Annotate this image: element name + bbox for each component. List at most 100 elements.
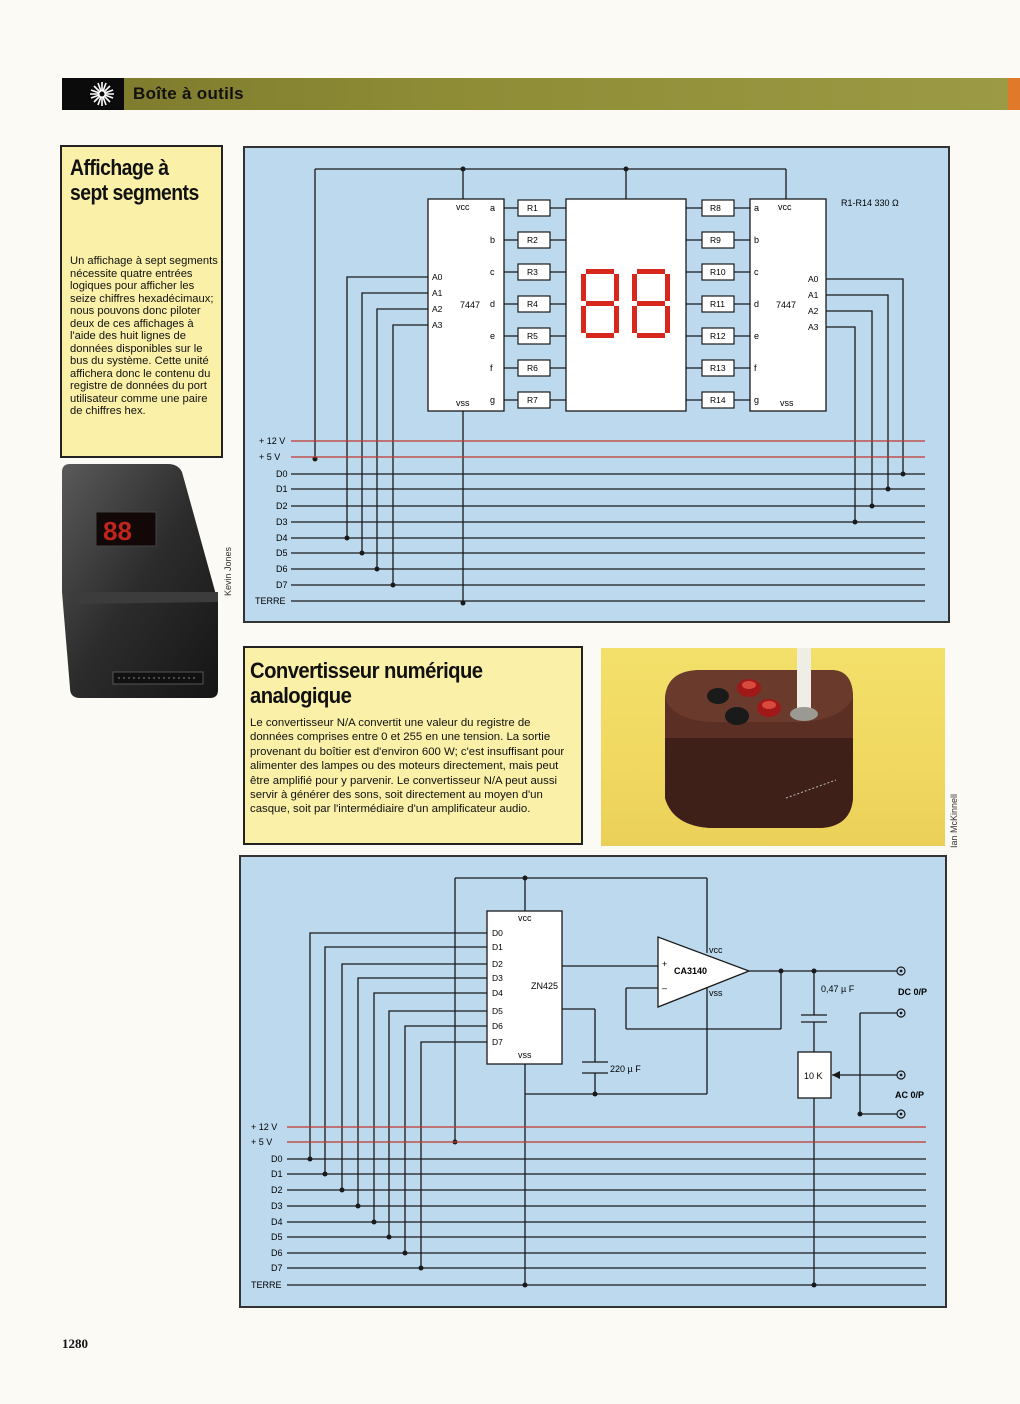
resistor [517,295,551,313]
opamp-minus: – [662,983,667,993]
chip-right-vcc: vcc [778,202,792,212]
zn425-input: D3 [492,973,503,983]
chip-right-name: 7447 [776,300,796,310]
sidebar-title: Affichage à sept segments [70,155,199,205]
display-segment [665,306,670,333]
input-wire [309,932,487,1159]
display-unit-photo: 88 [58,462,220,702]
bus-label: D3 [271,1201,283,1211]
chip-right-input: A0 [808,274,819,284]
chip-right-output: b [754,235,759,245]
resistor [517,391,551,409]
input-wire [376,308,428,569]
chip-left-output: b [490,235,495,245]
input-wire [341,963,487,1190]
resistor [701,231,735,249]
bus-label: D2 [271,1185,283,1195]
resistor-label: R8 [710,203,721,213]
display-segment [614,274,619,301]
sidebar-box: Affichage à sept segments Un affichage à… [60,145,223,458]
page-number: 1280 [62,1336,88,1351]
chip-right-output: c [754,267,759,277]
display-segment [586,301,614,306]
resistor [517,327,551,345]
chip-left-vss: vss [456,398,470,408]
chip-left-input: A3 [432,320,443,330]
resistor-label: R12 [710,331,726,341]
resistor [701,295,735,313]
zn425-vcc: vcc [518,913,532,923]
display-segment [632,306,637,333]
resistor-label: R9 [710,235,721,245]
input-wire [324,946,487,1174]
chip-right-output: a [754,203,759,213]
cap2-label: 0,47 µ F [821,984,855,994]
display-segment [637,269,665,274]
bus-label: D1 [271,1169,283,1179]
resistor [701,263,735,281]
chip-right-input: A2 [808,306,819,316]
bus-label: D1 [276,484,288,494]
dac-unit-photo [601,644,945,846]
chip-left-input: A1 [432,288,443,298]
dac-title: Convertisseur numérique analogique [250,658,483,708]
input-wire [826,310,873,506]
chip-left-vcc: vcc [456,202,470,212]
section-title: Boîte à outils [133,84,244,103]
input-wire [373,992,487,1222]
input-wire [392,324,428,585]
ac-output-label: AC 0/P [895,1090,924,1100]
dac-box: Convertisseur numérique analogique Le co… [243,646,583,845]
input-wire [420,1041,487,1268]
resistor [517,359,551,377]
chip-left-output: c [490,267,495,277]
chip-left-output: d [490,299,495,309]
chip-right-vss: vss [780,398,794,408]
resistor-label: R7 [527,395,538,405]
input-wire [357,977,487,1206]
chip-right-input: A1 [808,290,819,300]
input-wire [826,278,904,474]
chip-left-input: A0 [432,272,443,282]
input-wire [388,1010,487,1237]
zn425-input: D4 [492,988,503,998]
resistor [701,327,735,345]
display-segment [665,274,670,301]
chip-right-output: d [754,299,759,309]
svg-text:88: 88 [103,516,132,546]
zn425-input: D1 [492,942,503,952]
bus-label: + 12 V [251,1122,277,1132]
photo-credit: Kevin Jones [223,546,233,596]
zn425-name: ZN425 [531,981,558,991]
bus-label: + 5 V [251,1137,272,1147]
dc-output-label: DC 0/P [898,987,927,997]
dac-body: Le convertisseur N/A convertit une valeu… [250,717,565,816]
resistor-label: R13 [710,363,726,373]
chip-right-input: A3 [808,322,819,332]
page-edge-tab [1008,78,1020,110]
bus-label: D2 [276,501,288,511]
bus-label: + 5 V [259,452,280,462]
input-wire [346,276,428,538]
bus-label: TERRE [255,596,286,606]
resistor [517,263,551,281]
resistor-label: R3 [527,267,538,277]
display-segment [632,274,637,301]
chip-left-output: e [490,331,495,341]
bus-label: TERRE [251,1280,282,1290]
display-segment [586,333,614,338]
resistor [517,199,551,217]
resistor-label: R10 [710,267,726,277]
zn425-input: D7 [492,1037,503,1047]
zn425-input: D0 [492,928,503,938]
bus-label: D6 [276,564,288,574]
starburst-icon [62,78,124,110]
input-wire [826,326,856,522]
resistor-label: R1 [527,203,538,213]
sidebar-body: Un affichage à sept segments nécessite q… [70,255,218,417]
display-segment [614,306,619,333]
bus-label: D5 [271,1232,283,1242]
zn425-input: D6 [492,1021,503,1031]
